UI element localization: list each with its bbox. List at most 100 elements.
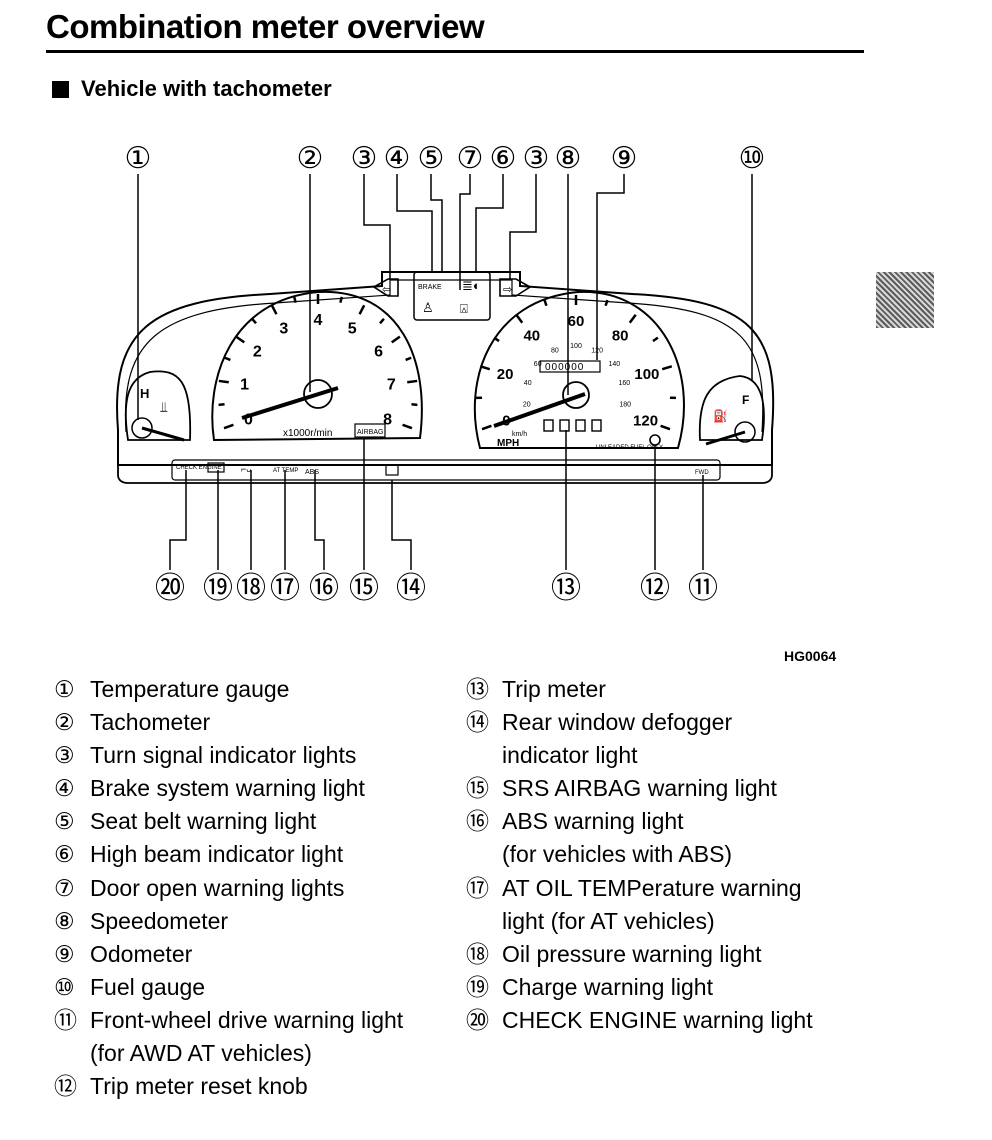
callout-number: ⑱ xyxy=(236,572,266,605)
legend-item: ⑭ Rear window defogger xyxy=(466,706,906,739)
battery-icon xyxy=(207,462,225,473)
warning-strip-items: CHECK ENGINE ⌐ᴗ AT TEMP ABS FWD xyxy=(176,462,709,476)
legend-number: ⑮ xyxy=(466,775,489,802)
legend-number: ⑨ xyxy=(54,940,75,967)
legend-text: AT OIL TEMPerature warning xyxy=(502,874,802,901)
temperature-gauge: H ⫫ xyxy=(124,370,192,442)
door-open-icon: ⍓ xyxy=(460,301,468,316)
fwd-label: FWD xyxy=(695,470,709,476)
legend-number: ⑯ xyxy=(466,808,489,835)
figure-code: HG0064 xyxy=(784,648,837,664)
trip-meter-digits xyxy=(543,419,602,432)
callout-number: ⑮ xyxy=(349,572,379,605)
airbag-label: AIRBAG xyxy=(357,429,383,436)
speedo-label: 100 xyxy=(634,366,659,383)
callout-number: ⑥ xyxy=(490,142,517,175)
speedo-label: 20 xyxy=(497,366,514,383)
tach-label: 5 xyxy=(348,320,357,337)
legend-text: indicator light xyxy=(502,742,638,769)
seat-belt-icon: ♙ xyxy=(422,300,434,315)
tach-tick xyxy=(293,296,297,303)
tach-tick xyxy=(405,356,412,362)
tach-unit-label: x1000r/min xyxy=(283,428,332,439)
callout-number: ⑯ xyxy=(309,572,339,605)
tach-tick xyxy=(391,335,401,344)
at-temp-label: AT TEMP xyxy=(273,468,298,474)
tach-label: 0 xyxy=(244,411,253,428)
legend-number: ⑧ xyxy=(54,907,75,934)
speedo-kmh-label: 60 xyxy=(534,361,542,368)
odometer-reading: 000000 xyxy=(545,362,584,373)
legend-number: ⑬ xyxy=(466,676,489,702)
tach-label: 7 xyxy=(387,376,396,393)
right-turn-arrow-icon xyxy=(499,278,532,297)
tach-tick xyxy=(235,335,245,344)
legend-number: ① xyxy=(54,676,75,702)
legend-number: ④ xyxy=(54,775,75,802)
svg-text:⇦: ⇦ xyxy=(382,284,391,296)
section-tab-marker xyxy=(876,272,934,328)
tach-tick xyxy=(223,423,234,430)
speedo-label: 60 xyxy=(568,313,585,330)
mph-label: MPH xyxy=(497,438,519,449)
tach-tick xyxy=(251,317,257,325)
legend-number: ⑦ xyxy=(54,874,75,901)
speedo-tick xyxy=(660,424,671,431)
legend-text: Front-wheel drive warning light xyxy=(90,1006,404,1033)
left-turn-arrow-icon xyxy=(372,278,399,297)
legend-text: Speedometer xyxy=(90,907,229,934)
callout-number: ③ xyxy=(523,142,550,175)
legend-item: indicator light xyxy=(466,739,906,772)
callout-number: ⑧ xyxy=(555,142,582,175)
tach-tick xyxy=(224,356,231,362)
tach-label: 6 xyxy=(374,344,383,361)
legend-number: ⑳ xyxy=(466,1006,489,1033)
callout-number: ① xyxy=(125,142,152,175)
legend-number: ⑲ xyxy=(466,973,489,1000)
title-rule xyxy=(46,50,864,53)
legend-item: ⑧ Speedometer xyxy=(54,905,464,938)
callout-number: ⑪ xyxy=(688,572,718,605)
legend-text: Tachometer xyxy=(90,709,211,736)
legend-number: ⑪ xyxy=(54,1006,77,1033)
tach-tick xyxy=(218,402,225,407)
callout-number: ⑰ xyxy=(270,572,300,605)
legend-text: Fuel gauge xyxy=(90,973,206,1000)
legend-text: Turn signal indicator lights xyxy=(90,742,357,769)
callout-number: ⑬ xyxy=(551,572,581,605)
speedo-kmh-label: 120 xyxy=(591,348,603,355)
callout-number: ④ xyxy=(384,142,411,175)
tach-label: 4 xyxy=(314,312,323,329)
callout-number: ⑭ xyxy=(396,572,426,605)
legend-number: ⑫ xyxy=(54,1073,77,1100)
tach-tick xyxy=(407,379,418,384)
tach-label: 3 xyxy=(279,320,288,337)
fuel-full-label: F xyxy=(742,393,749,407)
speedo-tick xyxy=(481,424,492,431)
legend-number xyxy=(54,1037,90,1070)
callout-number: ⑩ xyxy=(739,142,766,175)
abs-label: ABS xyxy=(305,469,319,476)
high-beam-icon: ≣◐ xyxy=(462,278,481,293)
brake-label: BRAKE xyxy=(418,284,442,291)
legend-item: (for vehicles with ABS) xyxy=(466,838,906,871)
legend-text: Rear window defogger xyxy=(502,709,733,736)
tach-tick xyxy=(379,317,385,325)
legend-number: ⑭ xyxy=(466,709,489,736)
legend-item: light (for AT vehicles) xyxy=(466,905,906,938)
tach-tick xyxy=(339,296,343,303)
legend-number: ⑱ xyxy=(466,940,489,967)
fuel-pump-icon: ⛽ xyxy=(713,409,728,423)
legend-text: (for AWD AT vehicles) xyxy=(90,1040,312,1067)
